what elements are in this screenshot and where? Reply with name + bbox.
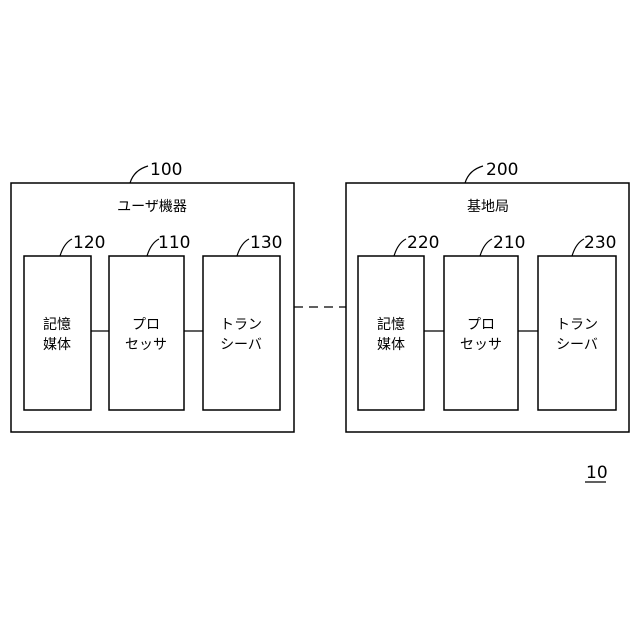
base-station-group: 200 基地局 220 記憶 媒体 210 プロ セッサ 230 トラン シーバ [346, 160, 629, 432]
processor-label-2: セッサ [125, 337, 167, 353]
transceiver-label-2-bs: シーバ [556, 337, 598, 353]
storage-medium-label-1: 記憶 [43, 316, 71, 333]
leader-line-200 [465, 166, 483, 183]
ref-110: 110 [158, 233, 190, 253]
ref-200: 200 [486, 160, 518, 180]
processor-label-1: プロ [132, 317, 160, 333]
transceiver-box-230 [538, 256, 616, 410]
transceiver-box-130 [203, 256, 280, 410]
ref-130: 130 [250, 233, 282, 253]
processor-box-110 [109, 256, 184, 410]
processor-box-210 [444, 256, 518, 410]
figure-label: 10 [586, 463, 608, 483]
user-equipment-title: ユーザ機器 [117, 199, 187, 215]
ref-220: 220 [407, 233, 439, 253]
leader-line-220 [394, 239, 406, 256]
storage-medium-label-1-bs: 記憶 [377, 316, 405, 333]
base-station-title: 基地局 [467, 198, 509, 215]
storage-medium-box-120 [24, 256, 91, 410]
leader-line-210 [480, 239, 492, 256]
storage-medium-label-2-bs: 媒体 [377, 337, 405, 353]
user-equipment-group: 100 ユーザ機器 120 記憶 媒体 110 プロ セッサ 130 トラン シ… [11, 160, 294, 432]
ref-100: 100 [150, 160, 182, 180]
processor-label-1-bs: プロ [467, 317, 495, 333]
base-station-box [346, 183, 629, 432]
ref-230: 230 [584, 233, 616, 253]
user-equipment-box [11, 183, 294, 432]
leader-line-100 [130, 166, 148, 183]
ref-210: 210 [493, 233, 525, 253]
transceiver-label-2: シーバ [220, 337, 262, 353]
ref-120: 120 [73, 233, 105, 253]
leader-line-230 [572, 239, 584, 256]
leader-line-130 [237, 239, 249, 256]
storage-medium-box-220 [358, 256, 424, 410]
transceiver-label-1-bs: トラン [556, 317, 598, 333]
processor-label-2-bs: セッサ [460, 337, 502, 353]
leader-line-120 [60, 239, 72, 256]
transceiver-label-1: トラン [220, 317, 262, 333]
storage-medium-label-2: 媒体 [43, 337, 71, 353]
